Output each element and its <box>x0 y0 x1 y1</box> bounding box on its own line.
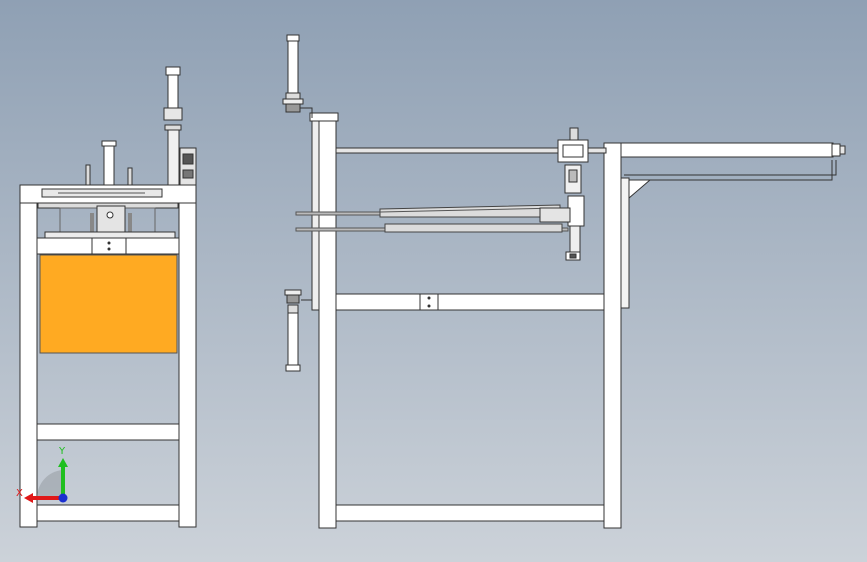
front-right-post <box>178 184 197 528</box>
side-bottom-cylinder <box>287 312 299 366</box>
side-right-plate <box>620 177 630 309</box>
front-left-post <box>19 184 38 528</box>
front-cylinder-body <box>167 74 179 113</box>
front-bottom-rail <box>36 504 180 522</box>
front-cylinder-mount <box>163 107 183 121</box>
y-axis-arrowhead <box>58 458 68 467</box>
side-rail-bracket <box>419 293 439 311</box>
front-cylinder-cap <box>165 66 181 76</box>
side-left-post <box>318 117 337 529</box>
front-guide-cap <box>101 140 117 147</box>
side-top-rod <box>335 147 607 154</box>
side-extension-arm <box>620 142 834 158</box>
side-top-cylinder-cap <box>286 34 300 42</box>
triad-shadow <box>36 470 63 498</box>
front-guide-post <box>103 145 115 186</box>
x-axis-arrowhead <box>24 493 33 503</box>
z-axis-dot <box>58 493 68 503</box>
front-press-plate <box>44 231 176 239</box>
side-top-cylinder <box>287 40 299 94</box>
front-view <box>19 66 197 528</box>
side-middle-rail <box>335 293 605 311</box>
front-cylinder-rod <box>167 129 180 186</box>
side-bottom-cylinder-cap <box>285 364 301 372</box>
front-middle-rail <box>36 423 180 441</box>
x-axis-label: X <box>16 488 23 499</box>
side-bottom-rail <box>335 504 605 522</box>
y-axis-label: Y <box>58 446 66 457</box>
side-right-post <box>603 142 622 529</box>
slide-top-pin <box>569 127 579 141</box>
side-arm-endcap <box>831 143 841 157</box>
side-view <box>282 34 846 529</box>
front-table-bracket <box>91 237 127 255</box>
coordinate-triad[interactable]: X Y <box>16 446 68 503</box>
side-top-cap <box>309 112 339 122</box>
orange-guard-panel <box>39 254 178 354</box>
